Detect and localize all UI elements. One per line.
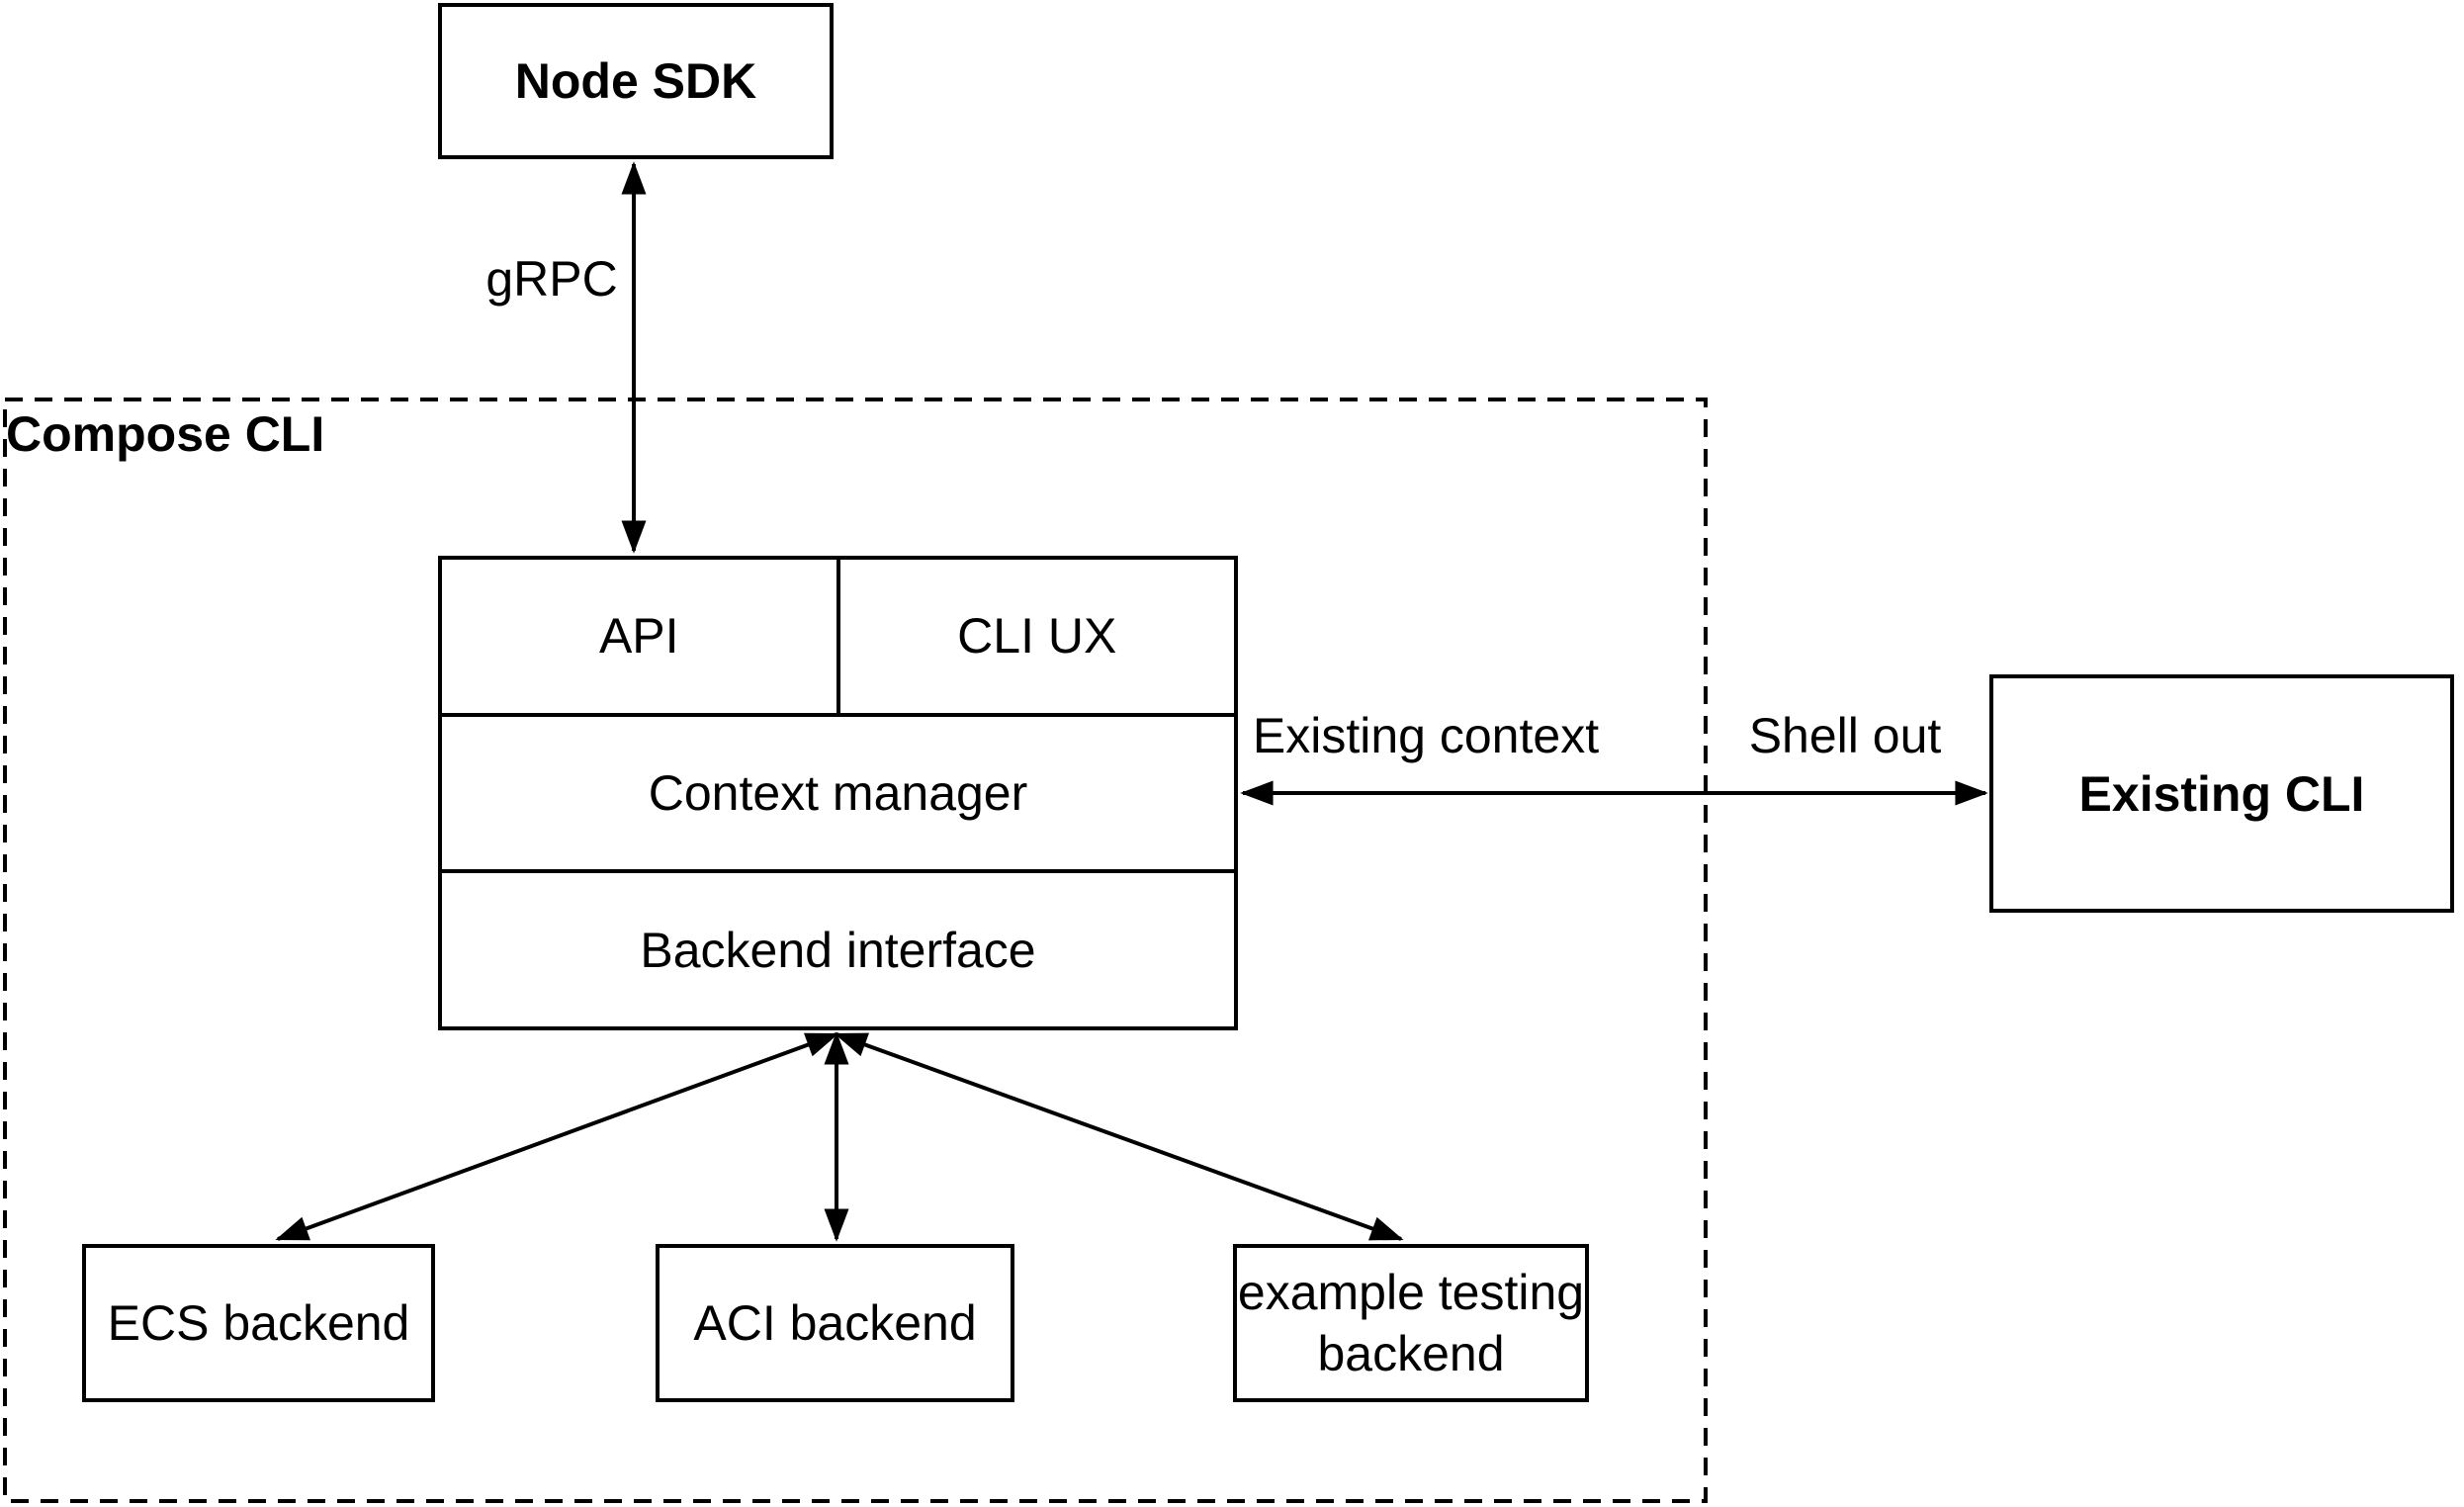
api-label: API (598, 608, 679, 665)
example-testing-backend-line2: backend (1317, 1326, 1505, 1381)
ecs-backend-label: ECS backend (107, 1295, 410, 1351)
aci-backend-box: ACI backend (656, 1244, 1014, 1402)
api-cliux-row: API CLI UX (442, 560, 1234, 717)
existing-cli-label: Existing CLI (2078, 765, 2365, 822)
context-manager-label: Context manager (648, 765, 1028, 821)
compose-cli-core-box: API CLI UX Context manager Backend inter… (438, 556, 1238, 1030)
compose-cli-container-border (3, 398, 1708, 1503)
grpc-edge-label: gRPC (485, 251, 618, 307)
backend-interface-cell: Backend interface (442, 873, 1234, 1026)
backend-interface-label: Backend interface (640, 922, 1036, 978)
existing-cli-box: Existing CLI (1989, 674, 2454, 913)
edge-example-backend-arrow (834, 1032, 1404, 1241)
edge-ecs-backend-arrow (275, 1032, 839, 1241)
node-sdk-box: Node SDK (438, 3, 834, 159)
cli-ux-label: CLI UX (957, 608, 1117, 665)
example-testing-backend-label: example testing backend (1238, 1262, 1584, 1384)
node-sdk-label: Node SDK (514, 53, 757, 109)
example-testing-backend-box: example testing backend (1233, 1244, 1589, 1402)
api-cell: API (442, 560, 840, 713)
compose-cli-label: Compose CLI (6, 406, 325, 462)
cli-ux-cell: CLI UX (840, 560, 1235, 713)
context-manager-cell: Context manager (442, 717, 1234, 870)
example-testing-backend-line1: example testing (1237, 1265, 1585, 1320)
shell-out-edge-label: Shell out (1748, 708, 1942, 763)
context-manager-row: Context manager (442, 717, 1234, 874)
existing-context-edge-label: Existing context (1252, 708, 1600, 763)
aci-backend-label: ACI backend (693, 1295, 977, 1351)
ecs-backend-box: ECS backend (82, 1244, 435, 1402)
backend-interface-row: Backend interface (442, 873, 1234, 1026)
